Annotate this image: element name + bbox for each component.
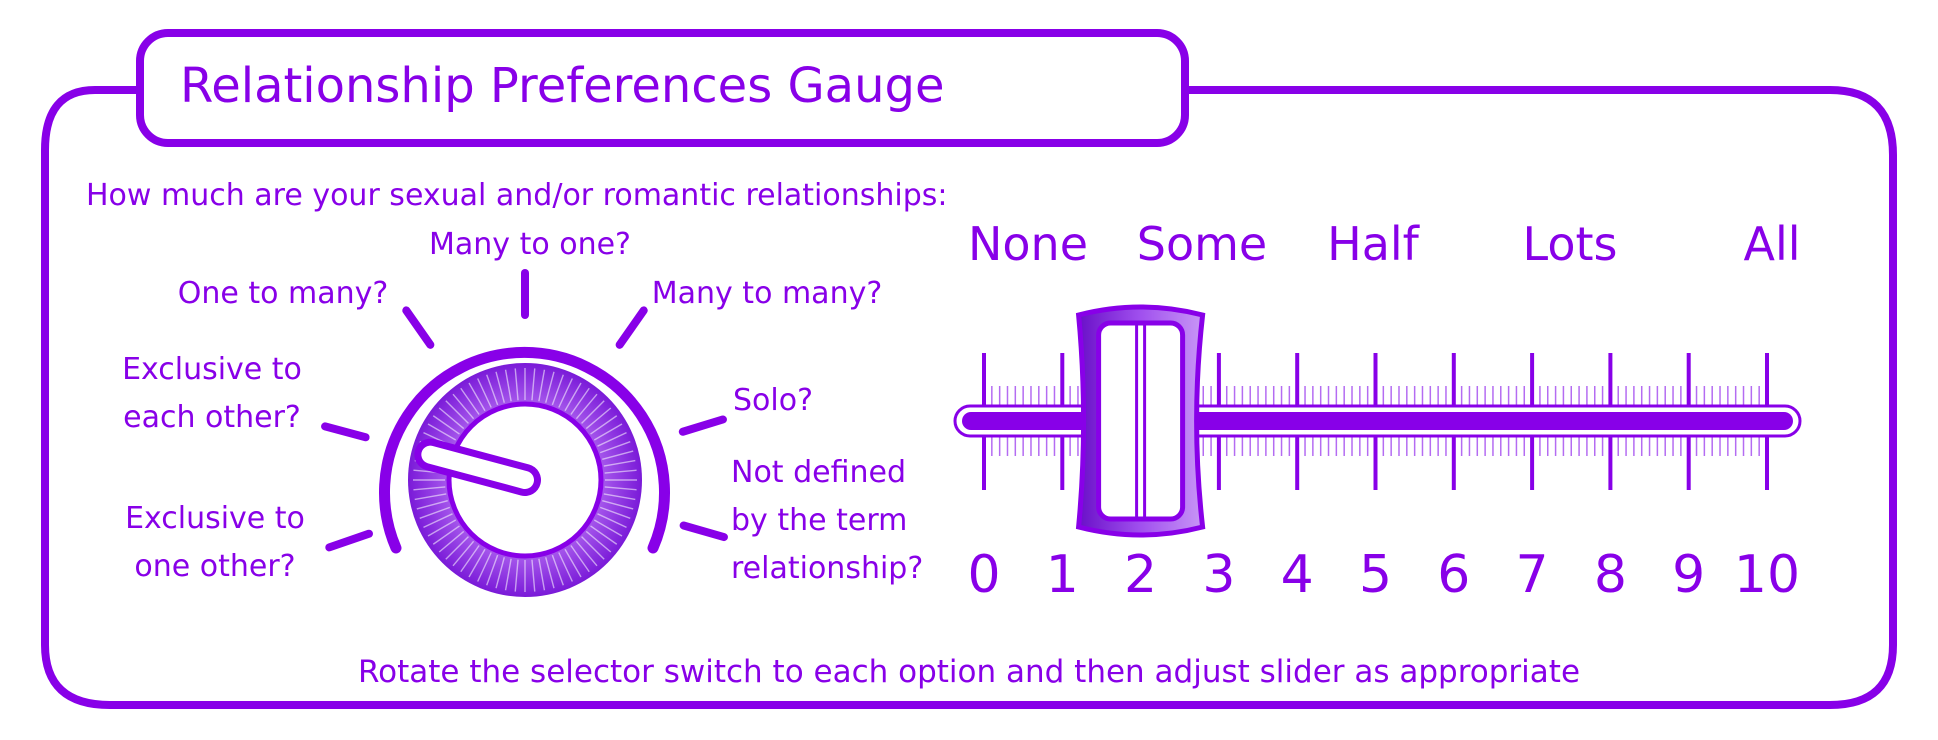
selector-option-5[interactable]: Solo? — [733, 383, 813, 418]
slider-number-6: 6 — [1437, 545, 1470, 605]
slider-number-1: 1 — [1046, 545, 1079, 605]
selector-option-2[interactable]: One to many? — [178, 276, 389, 311]
selector-option-3[interactable]: Many to one? — [429, 227, 631, 262]
slider-number-4: 4 — [1281, 545, 1314, 605]
outer-frame — [41, 86, 1897, 709]
slider-number-8: 8 — [1594, 545, 1627, 605]
slider-word-half: Half — [1327, 217, 1421, 271]
instruction-text: Rotate the selector switch to each optio… — [358, 654, 1580, 690]
selector-tick-4 — [615, 306, 648, 349]
selector-pointer-highlight — [421, 445, 534, 489]
slider-word-none: None — [968, 217, 1088, 271]
slider-word-lots: Lots — [1523, 217, 1618, 271]
slider-word-all: All — [1743, 217, 1800, 271]
title-box — [136, 29, 1189, 147]
slider-number-3: 3 — [1202, 545, 1235, 605]
slider-number-5: 5 — [1359, 545, 1392, 605]
selector-tick-2 — [402, 306, 435, 349]
slider-number-9: 9 — [1672, 545, 1705, 605]
page-title: Relationship Preferences Gauge — [180, 58, 945, 114]
question-text: How much are your sexual and/or romantic… — [86, 178, 948, 213]
slider-word-some: Some — [1137, 217, 1267, 271]
selector-tick-5 — [678, 415, 727, 436]
selector-tick-0 — [325, 529, 373, 552]
slider-handle-face — [1096, 320, 1186, 522]
slider-number-10: 10 — [1734, 545, 1800, 605]
selector-dial-ring — [379, 347, 670, 554]
selector-option-4[interactable]: Many to many? — [652, 276, 883, 311]
slider-handle[interactable] — [1075, 304, 1206, 538]
slider-number-0: 0 — [967, 545, 1000, 605]
selector-tick-1 — [321, 422, 370, 442]
slider-number-2: 2 — [1124, 545, 1157, 605]
selector-ticks — [321, 269, 728, 552]
slider-number-7: 7 — [1516, 545, 1549, 605]
slider-word-labels: None Some Half Lots All — [968, 217, 1801, 271]
selector-tick-6 — [679, 521, 728, 542]
